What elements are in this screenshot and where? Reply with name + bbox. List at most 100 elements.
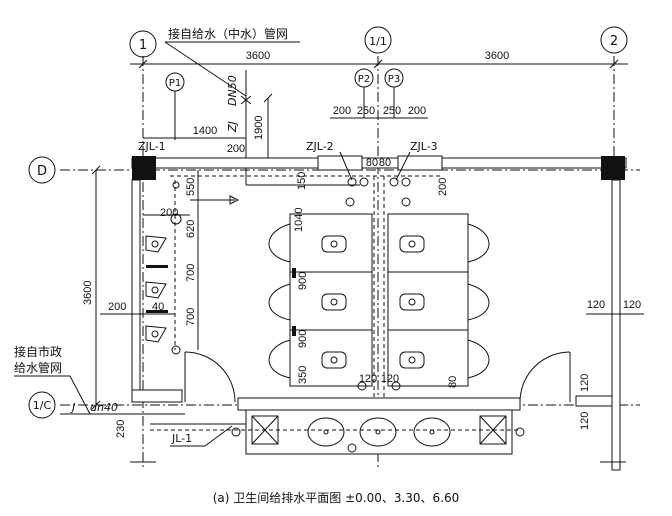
window-opening xyxy=(317,155,363,171)
dim-tick xyxy=(609,59,619,69)
dim-350: 350 xyxy=(297,366,309,384)
dim-80a: 80 xyxy=(366,157,378,169)
label-dn40: dn40 xyxy=(90,401,118,414)
svg-text:P1: P1 xyxy=(169,78,181,89)
squat-toilet xyxy=(321,293,347,311)
dim-40: 40 xyxy=(152,301,164,313)
dim-1040: 1040 xyxy=(293,208,305,232)
dim-550: 550 xyxy=(185,178,197,196)
dim-900a: 900 xyxy=(297,272,309,290)
floor-drain-icon xyxy=(171,345,181,355)
dim-tick xyxy=(91,400,101,410)
dim-1900: 1900 xyxy=(253,116,265,140)
label-zjl1: ZJL-1 xyxy=(138,140,166,153)
dim-620: 620 xyxy=(185,220,197,238)
stall-door-right xyxy=(467,339,490,379)
squat-toilet xyxy=(321,235,347,253)
label-jl1: JL-1 xyxy=(171,432,192,445)
floor-drain-icon xyxy=(357,381,367,391)
riser-icon xyxy=(401,177,411,187)
wash-basin xyxy=(359,417,397,447)
label-dn50: DN50 xyxy=(226,75,239,106)
dim-700a: 700 xyxy=(185,264,197,282)
wash-basin xyxy=(413,417,451,447)
floor-drain-icon xyxy=(170,213,182,225)
dim-120-right-b: 120 xyxy=(623,299,641,311)
dim-3600-left: 3600 xyxy=(246,50,270,62)
partition-urinal xyxy=(146,265,168,268)
floor-drain-icon xyxy=(231,427,241,437)
label-zjl3: ZJL-3 xyxy=(410,140,438,153)
door-swing-left xyxy=(184,351,236,403)
wall-right xyxy=(611,179,621,471)
urinal xyxy=(145,325,167,343)
svg-text:P2: P2 xyxy=(358,74,370,85)
note-supply-top: 接自给水（中水）管网 xyxy=(168,26,288,41)
door-swing-right xyxy=(519,351,571,403)
valve-icon xyxy=(229,195,240,205)
riser-icon xyxy=(359,177,369,187)
dim-tick xyxy=(263,93,273,103)
partition-post xyxy=(292,268,296,278)
note-supply-left-1: 接自市政 xyxy=(14,344,62,359)
svg-text:2: 2 xyxy=(610,34,618,49)
dim-1400: 1400 xyxy=(193,125,217,137)
floor-drain-icon xyxy=(347,443,357,453)
wall-bottom-left xyxy=(131,389,183,403)
stall-door-left xyxy=(268,223,291,263)
svg-text:D: D xyxy=(37,164,47,179)
dim-200-chain: 200 xyxy=(333,105,351,117)
dim-200-left-b: 200 xyxy=(108,301,126,313)
svg-text:P3: P3 xyxy=(388,74,400,85)
riser-icon xyxy=(389,177,399,187)
floor-drain-icon xyxy=(515,427,525,437)
column-left xyxy=(132,156,156,180)
axis-bubble-P3: P3 xyxy=(384,68,404,88)
label-j: J xyxy=(70,401,75,414)
figure-caption: (a) 卫生间给排水平面图 ±0.00、3.30、6.60 xyxy=(213,491,460,505)
svg-text:1: 1 xyxy=(139,38,147,53)
label-zjl2: ZJL-2 xyxy=(306,140,334,153)
dim-200-right: 200 xyxy=(437,178,449,196)
squat-toilet xyxy=(399,235,425,253)
leader-note-left-diag xyxy=(69,375,91,415)
stall-door-left xyxy=(268,283,291,321)
leader-jl1-diag xyxy=(204,425,233,447)
wall-left xyxy=(131,179,141,391)
svg-text:1/1: 1/1 xyxy=(369,35,387,48)
floor-drain-icon xyxy=(391,381,401,391)
stall-door-right xyxy=(467,283,490,321)
riser-icon xyxy=(347,177,357,187)
wall-bottom-right xyxy=(575,395,613,407)
dim-700b: 700 xyxy=(185,308,197,326)
column-right xyxy=(601,156,625,180)
label-zj: ZJ xyxy=(226,121,239,133)
window-opening xyxy=(397,155,443,171)
dim-120-right-c: 120 xyxy=(579,374,591,392)
vanity-counter xyxy=(245,409,513,455)
dim-230: 230 xyxy=(115,420,127,438)
dim-250-chain: 250 xyxy=(383,105,401,117)
urinal xyxy=(145,235,167,253)
axis-bubble-D: D xyxy=(28,156,56,184)
floor-drain-icon xyxy=(345,197,355,207)
axis-bubble-1: 1 xyxy=(129,30,157,58)
dim-120-right-a: 120 xyxy=(587,299,605,311)
leader-note-top-diag xyxy=(164,41,247,97)
valve-icon xyxy=(240,95,252,105)
axis-bubble-P1: P1 xyxy=(165,72,185,92)
floor-drain-icon xyxy=(401,197,411,207)
leader-zjl3 xyxy=(395,151,411,181)
leader-zjl2 xyxy=(339,151,353,181)
dim-80b: 80 xyxy=(379,157,391,169)
dim-3600-right: 3600 xyxy=(485,50,509,62)
mop-sink-left xyxy=(251,415,279,445)
dim-900b: 900 xyxy=(297,330,309,348)
vanity-counter-top xyxy=(237,397,521,411)
squat-toilet xyxy=(399,351,425,369)
squat-toilet xyxy=(321,351,347,369)
squat-toilet xyxy=(399,293,425,311)
dim-200a-top: 200 xyxy=(227,143,245,155)
mop-sink-right xyxy=(479,415,507,445)
